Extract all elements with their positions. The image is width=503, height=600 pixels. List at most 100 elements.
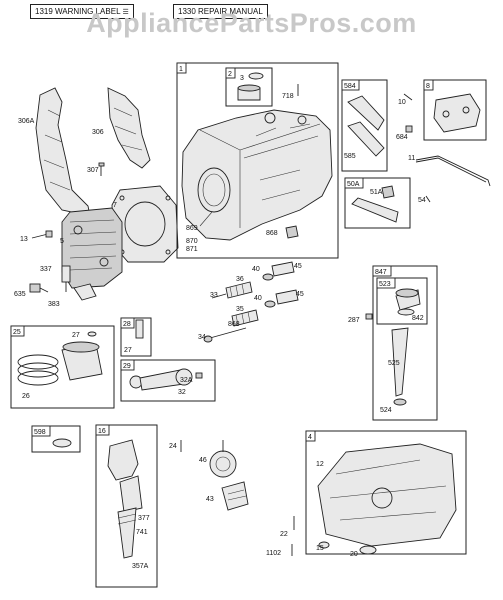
seal-868-block[interactable]: 868 bbox=[266, 225, 299, 239]
callout-869: 869 bbox=[186, 225, 198, 232]
callout-306: 306 bbox=[92, 129, 104, 136]
callout-5: 5 bbox=[60, 238, 64, 245]
callout-7: 7 bbox=[113, 202, 117, 209]
callout-524: 524 bbox=[380, 407, 392, 414]
group-1[interactable]: 1 bbox=[176, 62, 339, 259]
valve-group-upper[interactable]: 45 40 36 33 bbox=[210, 261, 302, 299]
callout-46: 46 bbox=[199, 457, 207, 464]
group-598[interactable]: 598 bbox=[31, 425, 81, 453]
callout-45a: 45 bbox=[294, 263, 302, 270]
callout-32a: 32A bbox=[180, 377, 193, 384]
bolt-13[interactable]: 13 bbox=[20, 230, 53, 243]
callout-36: 36 bbox=[236, 276, 244, 283]
callout-33: 33 bbox=[210, 292, 218, 299]
callout-842: 842 bbox=[412, 315, 424, 322]
callout-870: 870 bbox=[186, 238, 198, 245]
callout-3: 3 bbox=[240, 75, 244, 82]
group-label-598: 598 bbox=[34, 429, 46, 436]
callout-35: 35 bbox=[236, 306, 244, 313]
cylinder-head-5[interactable]: 5 bbox=[60, 207, 123, 289]
callout-22: 22 bbox=[280, 531, 288, 538]
callout-525: 525 bbox=[388, 360, 400, 367]
repair-manual-text: 1330 REPAIR MANUAL bbox=[178, 7, 263, 16]
callout-357a: 357A bbox=[132, 563, 149, 570]
fitting-635[interactable]: 635 bbox=[14, 283, 49, 298]
screw-1102[interactable]: 1102 bbox=[266, 544, 293, 557]
engine-block[interactable] bbox=[181, 109, 333, 241]
callout-20: 20 bbox=[350, 551, 358, 558]
group-label-584: 584 bbox=[344, 83, 356, 90]
callout-54: 54 bbox=[418, 197, 426, 204]
group-label-847: 847 bbox=[375, 269, 387, 276]
bearing-sleeve[interactable] bbox=[237, 84, 261, 101]
group-2[interactable]: 2 bbox=[225, 67, 273, 107]
block-callouts: 869 870 871 bbox=[186, 211, 213, 253]
dipstick-tube-11[interactable]: 11 bbox=[408, 155, 491, 187]
screw-307[interactable]: 307 bbox=[87, 162, 105, 176]
group-847[interactable]: 847 523 842 525 524 bbox=[372, 265, 438, 421]
screw-10[interactable]: 10 bbox=[398, 93, 413, 106]
governor-43[interactable]: 43 bbox=[206, 481, 249, 511]
group-label-8: 8 bbox=[426, 83, 430, 90]
callout-43: 43 bbox=[206, 496, 214, 503]
head-gasket-7[interactable]: 7 bbox=[111, 185, 179, 263]
group-584[interactable]: 584 585 bbox=[341, 79, 388, 172]
callout-24: 24 bbox=[169, 443, 177, 450]
callout-15: 15 bbox=[316, 545, 324, 552]
callout-1102: 1102 bbox=[266, 550, 281, 557]
callout-10: 10 bbox=[398, 99, 406, 106]
valve-group-lower[interactable]: 45 40 35 868 34 bbox=[198, 289, 304, 343]
part-24[interactable]: 24 bbox=[169, 440, 182, 452]
callout-11: 11 bbox=[408, 155, 415, 162]
callout-718: 718 bbox=[282, 93, 294, 100]
bushing-3[interactable]: 3 bbox=[240, 72, 264, 82]
screw-54[interactable]: 54 bbox=[418, 195, 431, 204]
callout-585: 585 bbox=[344, 153, 356, 160]
group-label-523: 523 bbox=[379, 281, 391, 288]
callout-13: 13 bbox=[20, 236, 28, 243]
governor-gear-46[interactable]: 46 bbox=[199, 440, 237, 478]
group-50a[interactable]: 50A 51A bbox=[344, 177, 411, 229]
screw-684[interactable]: 684 bbox=[396, 125, 413, 141]
callout-337: 337 bbox=[40, 266, 52, 273]
group-label-28: 28 bbox=[123, 321, 131, 328]
shield-306[interactable]: 306 bbox=[92, 87, 151, 169]
callout-34: 34 bbox=[198, 334, 206, 341]
callout-287: 287 bbox=[348, 317, 360, 324]
repair-manual-link[interactable]: 1330 REPAIR MANUAL bbox=[173, 4, 268, 19]
part-383[interactable]: 383 bbox=[48, 283, 97, 308]
pin-718[interactable]: 718 bbox=[282, 84, 299, 100]
shield-306a[interactable]: 306A bbox=[18, 87, 91, 217]
callout-12: 12 bbox=[316, 461, 324, 468]
callout-635: 635 bbox=[14, 291, 26, 298]
group-8[interactable]: 8 bbox=[423, 79, 487, 141]
callout-741: 741 bbox=[136, 529, 148, 536]
callout-306a: 306A bbox=[18, 118, 35, 125]
callout-26: 26 bbox=[22, 393, 30, 400]
callout-684: 684 bbox=[396, 134, 408, 141]
group-4[interactable]: 4 12 bbox=[305, 430, 467, 555]
group-label-29: 29 bbox=[123, 363, 131, 370]
warning-label-icon: ☰ bbox=[122, 9, 129, 16]
callout-27: 27 bbox=[72, 332, 80, 339]
spark-plug-337[interactable]: 337 bbox=[40, 265, 71, 292]
group-label-4: 4 bbox=[308, 434, 312, 441]
screw-22[interactable]: 22 bbox=[280, 516, 295, 538]
group-28[interactable]: 28 27 bbox=[120, 317, 152, 357]
group-label-2: 2 bbox=[228, 71, 232, 78]
screw-287[interactable]: 287 bbox=[348, 313, 373, 324]
group-29[interactable]: 29 32A 32 bbox=[120, 359, 216, 402]
seal-15[interactable]: 15 bbox=[316, 541, 330, 552]
callout-51a: 51A bbox=[370, 189, 383, 196]
callout-27b: 27 bbox=[124, 347, 132, 354]
group-25[interactable]: 25 27 26 bbox=[10, 325, 115, 409]
callout-377: 377 bbox=[138, 515, 150, 522]
group-16[interactable]: 16 377 741 357A bbox=[95, 424, 158, 588]
callout-871: 871 bbox=[186, 246, 198, 253]
warning-label-link[interactable]: 1319 WARNING LABEL ☰ bbox=[30, 4, 134, 19]
oil-seal-20[interactable]: 20 bbox=[350, 545, 377, 558]
group-label-1: 1 bbox=[179, 66, 183, 73]
callout-32: 32 bbox=[178, 389, 186, 396]
